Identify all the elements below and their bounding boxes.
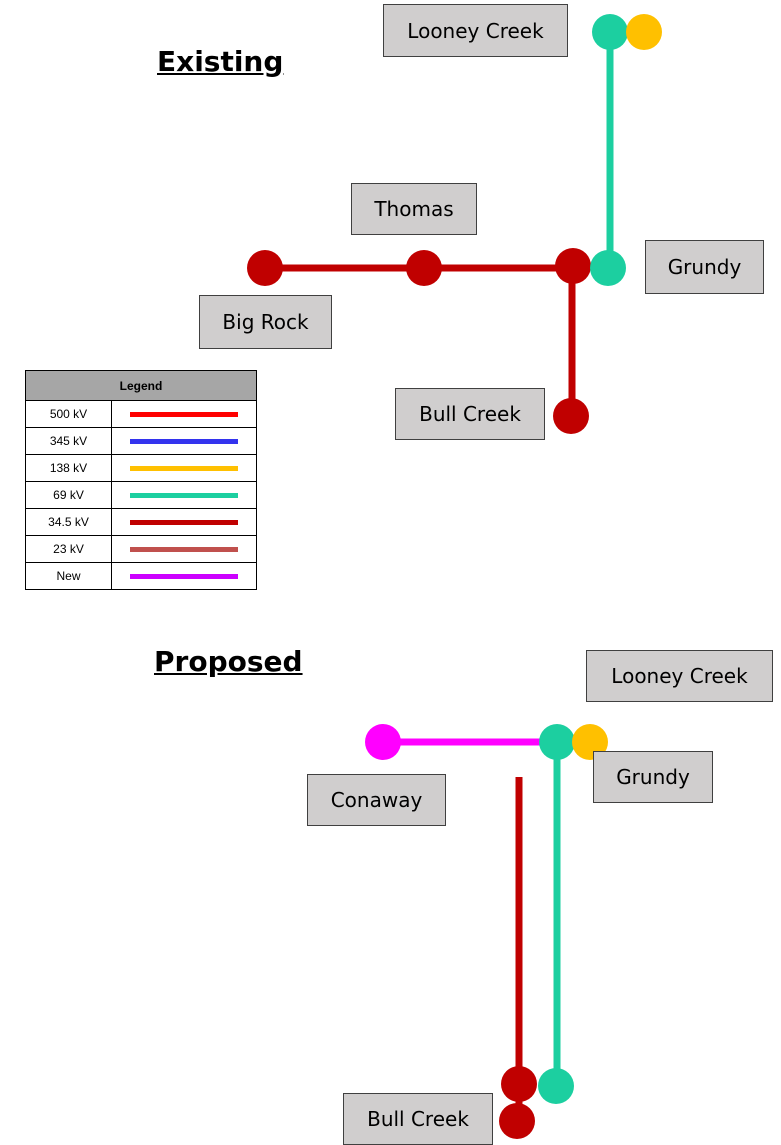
existing-heading: Existing [157, 45, 284, 78]
label-existing-big-rock: Big Rock [199, 295, 332, 349]
legend-row: 69 kV [26, 482, 256, 509]
legend-label: 23 kV [26, 536, 112, 562]
legend-label: 138 kV [26, 455, 112, 481]
proposed-bus-conaway [365, 724, 401, 760]
proposed-bus-bull-creek [499, 1103, 535, 1139]
legend-swatch-345kv [130, 438, 238, 444]
legend-swatch-23kv [130, 546, 238, 552]
label-existing-looney-creek: Looney Creek [383, 4, 568, 57]
existing-bus-grundy-34kv [555, 248, 591, 284]
label-proposed-looney-creek: Looney Creek [586, 650, 773, 702]
legend-row: 500 kV [26, 401, 256, 428]
existing-bus-looney-creek-138kv [626, 14, 662, 50]
label-existing-thomas: Thomas [351, 183, 477, 235]
proposed-bus-grundy-34kv [501, 1066, 537, 1102]
legend-swatch-500kv [130, 411, 238, 417]
existing-bus-big-rock [247, 250, 283, 286]
legend-swatch-69kv [130, 492, 238, 498]
label-proposed-conaway: Conaway [307, 774, 446, 826]
legend-label: New [26, 563, 112, 589]
legend-title: Legend [26, 371, 256, 401]
legend-swatch-34-5kv [130, 519, 238, 525]
existing-bus-grundy-69kv [590, 250, 626, 286]
legend-swatch-138kv [130, 465, 238, 471]
legend-table: Legend 500 kV 345 kV 138 kV 69 kV 34.5 k… [25, 370, 257, 590]
legend-swatch-new [130, 573, 238, 579]
legend-label: 345 kV [26, 428, 112, 454]
legend-row: 345 kV [26, 428, 256, 455]
legend-row: 34.5 kV [26, 509, 256, 536]
proposed-heading: Proposed [154, 645, 303, 678]
legend-label: 69 kV [26, 482, 112, 508]
proposed-bus-looney-creek-69kv [539, 724, 575, 760]
label-existing-bull-creek: Bull Creek [395, 388, 545, 440]
label-proposed-grundy: Grundy [593, 751, 713, 803]
label-proposed-bull-creek: Bull Creek [343, 1093, 493, 1145]
label-existing-grundy: Grundy [645, 240, 764, 294]
existing-bus-thomas [406, 250, 442, 286]
legend-label: 500 kV [26, 401, 112, 427]
proposed-bus-grundy-69kv [538, 1068, 574, 1104]
legend-row: 23 kV [26, 536, 256, 563]
existing-bus-bull-creek [553, 398, 589, 434]
legend-row: 138 kV [26, 455, 256, 482]
existing-bus-looney-creek-69kv [592, 14, 628, 50]
legend-row: New [26, 563, 256, 589]
legend-label: 34.5 kV [26, 509, 112, 535]
